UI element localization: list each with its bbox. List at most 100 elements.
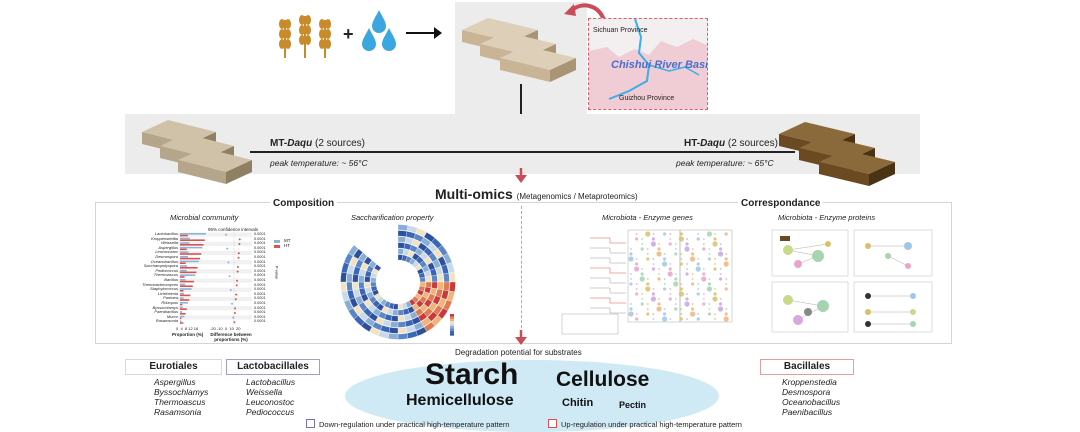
gene-bubble bbox=[697, 288, 700, 290]
gene-bubble bbox=[719, 247, 723, 251]
gene-bubble bbox=[708, 253, 711, 255]
gene-bubble bbox=[697, 313, 700, 315]
xlabel-proportion: Proportion (%) bbox=[172, 332, 204, 337]
gene-bubble bbox=[650, 296, 656, 302]
community-row-bg bbox=[178, 264, 252, 269]
gene-bubble bbox=[714, 263, 716, 265]
heatmap-cell bbox=[358, 252, 368, 263]
taxon-label: Bacillus bbox=[164, 276, 178, 282]
taxon-label: Pantoea bbox=[163, 295, 178, 301]
gene-bubble bbox=[679, 232, 683, 236]
community-bar-mt bbox=[180, 283, 186, 286]
heatmap-cell bbox=[368, 260, 377, 269]
gene-bubble bbox=[652, 318, 655, 320]
enzyme-genes-title: Microbiota - Enzyme genes bbox=[602, 213, 693, 222]
down-swatch bbox=[306, 419, 315, 428]
gene-bubble bbox=[714, 318, 716, 320]
gene-bubble bbox=[639, 276, 645, 282]
taxon-label: Staphylococcus bbox=[149, 286, 178, 292]
community-row-bg bbox=[178, 296, 252, 302]
ht-daqu-title: HT-Daqu (2 sources) bbox=[684, 138, 778, 149]
gene-bubble bbox=[674, 273, 677, 275]
dendrogram-branch bbox=[590, 237, 626, 244]
heatmap-cell bbox=[373, 264, 382, 272]
gene-bubble bbox=[657, 277, 661, 281]
gene-bubble bbox=[641, 298, 644, 300]
gene-bubble bbox=[646, 253, 649, 255]
community-row-bg bbox=[178, 310, 252, 315]
up-swatch bbox=[548, 419, 557, 428]
gene-bubble bbox=[697, 283, 700, 285]
gene-bubble bbox=[724, 312, 728, 316]
community-row-bg bbox=[178, 260, 252, 265]
gene-bubble bbox=[669, 318, 672, 320]
substrate-hemicellulose: Hemicellulose bbox=[406, 392, 514, 409]
community-row-bg bbox=[178, 246, 252, 251]
gene-bubble bbox=[680, 283, 683, 285]
gene-bubble bbox=[680, 313, 683, 315]
river-basin-label: Chishui River Basin bbox=[611, 59, 708, 71]
ci-point bbox=[237, 256, 240, 259]
gene-bubble bbox=[674, 307, 678, 311]
colorbar-step bbox=[450, 330, 454, 334]
heatmap-cell bbox=[364, 281, 371, 288]
taxon-label: Rhizopus bbox=[161, 299, 178, 305]
water-drops-icon bbox=[362, 10, 396, 51]
taxon-label: Desmospora bbox=[155, 253, 178, 259]
ticks-difference: -20 -10 0 10 20 bbox=[210, 326, 241, 331]
substrate-starch: Starch bbox=[425, 358, 519, 391]
gene-bubble bbox=[657, 247, 661, 251]
connector-horizontal bbox=[250, 151, 795, 153]
gene-bubble bbox=[686, 263, 688, 265]
heatmap-cell bbox=[346, 281, 353, 292]
pvalue-label: 0.0001 bbox=[254, 232, 266, 236]
gene-bubble bbox=[707, 282, 711, 286]
mt-peak-temp: peak temperature: ~ 56°C bbox=[270, 158, 368, 168]
gene-bubble bbox=[702, 247, 706, 251]
genus-item: Pediococcus bbox=[246, 407, 295, 417]
heatmap-cell bbox=[443, 281, 450, 292]
gene-bubble bbox=[714, 233, 716, 235]
taxon-label: Weissella bbox=[160, 240, 178, 246]
gene-bubble bbox=[696, 317, 700, 321]
gene-bubble bbox=[641, 243, 644, 245]
gene-bubble bbox=[635, 317, 639, 321]
curved-arrow-icon bbox=[564, 3, 606, 21]
gene-bubble bbox=[674, 248, 677, 250]
gene-bubble bbox=[646, 308, 649, 310]
community-bar-mt bbox=[180, 302, 188, 304]
gene-bubble bbox=[725, 278, 728, 280]
gene-bubble bbox=[674, 303, 677, 305]
taxon-label: Rasamsonia bbox=[155, 318, 178, 324]
community-bar-mt bbox=[180, 292, 185, 295]
gene-bubble bbox=[629, 307, 633, 311]
gene-bubble bbox=[719, 273, 722, 275]
enzyme-proteins-network bbox=[771, 229, 933, 333]
legend-mt: MT bbox=[274, 238, 291, 243]
gene-bubble bbox=[680, 258, 683, 260]
composition-title: Composition bbox=[270, 198, 338, 209]
gene-bubble bbox=[678, 291, 684, 297]
gene-bubble bbox=[724, 287, 728, 291]
substrate-chitin: Chitin bbox=[562, 397, 594, 409]
multiomics-panel bbox=[95, 202, 952, 344]
mt-daqu-bricks bbox=[142, 120, 252, 184]
gene-bubble bbox=[663, 278, 666, 280]
community-bar-ht bbox=[180, 294, 191, 297]
gene-bubble bbox=[718, 251, 724, 257]
dendrogram-branch bbox=[590, 287, 626, 294]
bubble-frame bbox=[679, 229, 733, 323]
dendrogram-branch bbox=[590, 267, 626, 274]
heatmap-cell bbox=[437, 273, 444, 283]
genus-item: Rasamsonia bbox=[154, 407, 202, 417]
ci-point bbox=[226, 247, 229, 250]
ci-point bbox=[227, 261, 230, 264]
ht-daqu-bricks bbox=[779, 122, 895, 186]
colorbar-step bbox=[450, 321, 454, 324]
genus-item: Oceanobacillus bbox=[782, 397, 841, 407]
raw-daqu-bricks bbox=[462, 18, 576, 82]
genus-item: Lactobacillus bbox=[246, 377, 296, 387]
community-row-bg bbox=[178, 319, 252, 325]
